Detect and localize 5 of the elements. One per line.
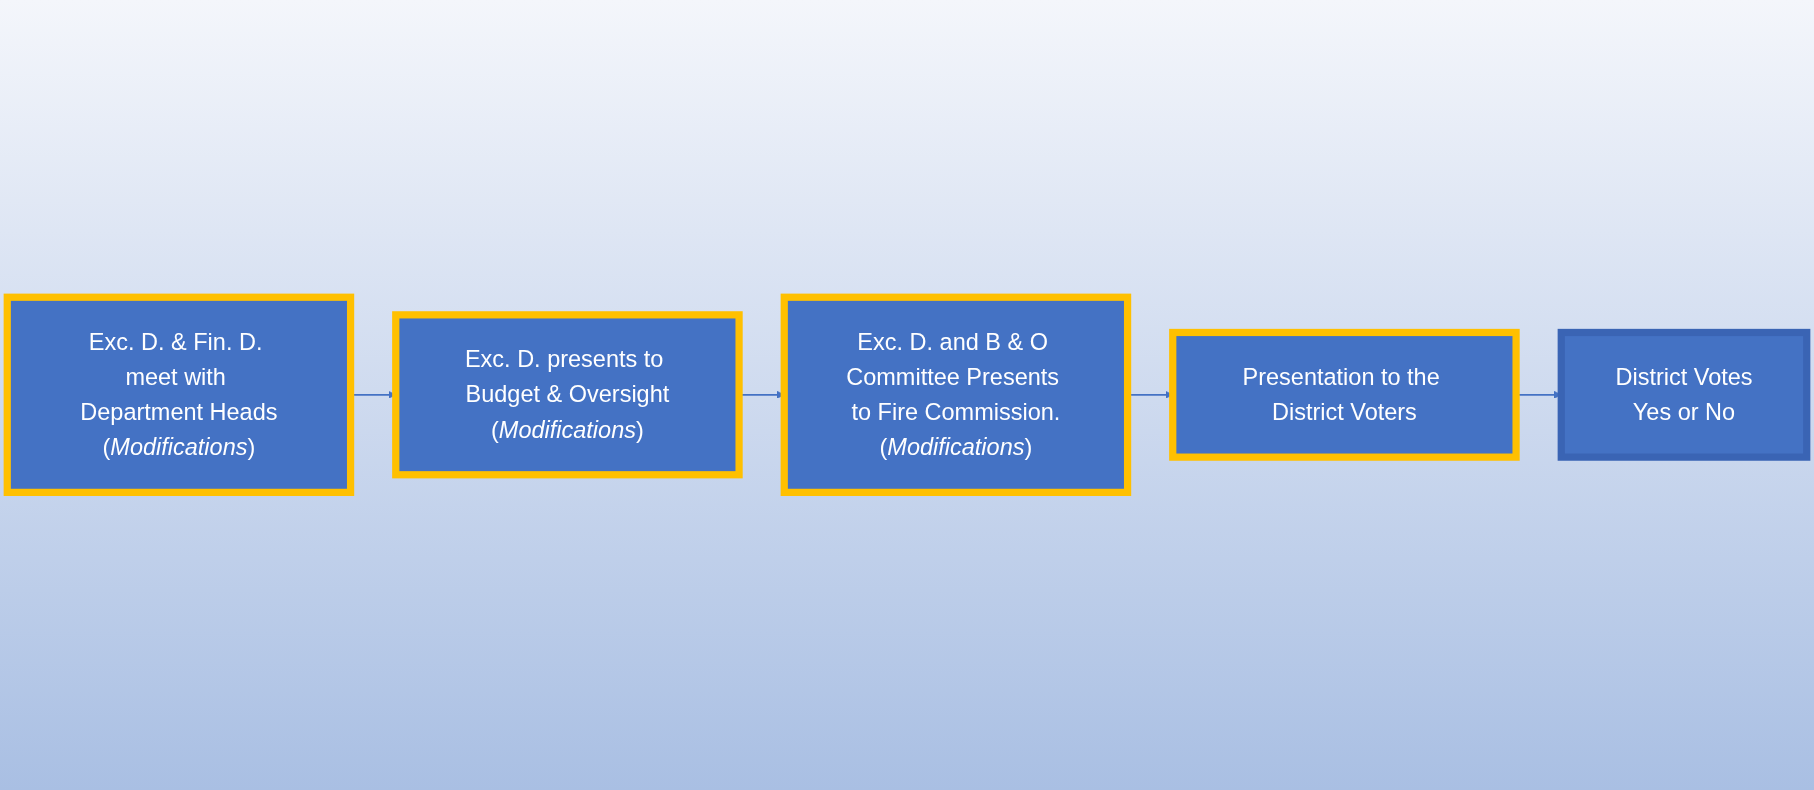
node-box: District Votes Yes or No [1557,329,1811,461]
node-box: Exc. D. & Fin. D. meet with Department Heads (Modifications) [3,293,355,497]
node-box: Exc. D. presents to Budget & Oversight (Modifications) [392,311,743,479]
node-box: Exc. D. and B & O Committee Presents to Fire Commission. (Modifications) [780,293,1132,497]
node-box: Presentation to the District Voters [1169,329,1520,461]
